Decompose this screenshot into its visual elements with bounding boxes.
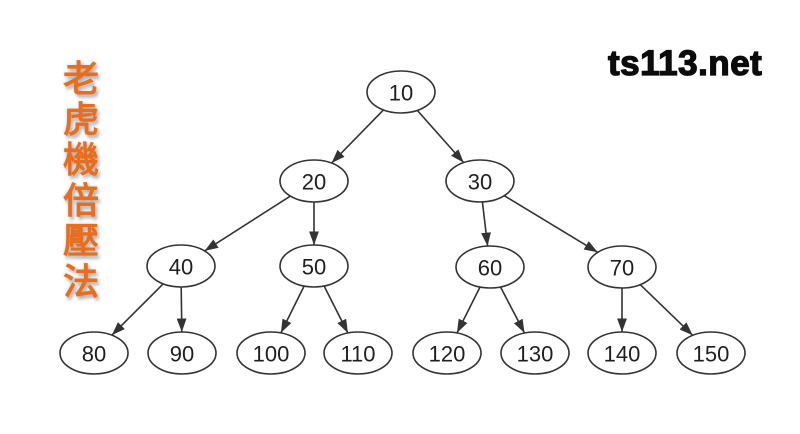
tree-node-label: 90 [170,342,194,367]
tree-node-ellipse [500,331,570,375]
tree-node-label: 130 [517,342,554,367]
tree-node-10: 10 [366,70,436,114]
tree-edge-50-110 [323,285,349,334]
tree-edge-30-60 [481,201,491,247]
tree-node-ellipse [236,331,306,375]
side-label-char: 虎 [62,98,99,140]
tree-node-ellipse [59,331,129,375]
tree-node-ellipse [323,331,393,375]
tree-node-ellipse [146,244,216,288]
tree-edge-40-90 [176,286,187,333]
tree-edge-20-40 [204,195,291,252]
tree-node-label: 140 [604,342,641,367]
tree-node-140: 140 [587,331,657,375]
side-label-char: 老 [62,58,99,99]
tree-node-40: 40 [146,244,216,288]
tree-edge-40-80 [111,283,164,336]
side-label-vertical-text: 老虎機倍壓法 [56,58,106,303]
side-label-char: 法 [62,260,99,302]
tree-node-50: 50 [279,244,349,288]
tree-node-label: 150 [693,342,730,367]
tree-node-100: 100 [236,331,306,375]
tree-edge-30-70 [503,195,599,253]
tree-edge-70-150 [639,284,694,336]
tree-node-label: 10 [389,81,413,106]
tree-node-label: 50 [302,255,326,280]
tree-node-60: 60 [455,245,525,289]
tree-edge-60-120 [456,286,481,334]
tree-node-label: 70 [610,256,634,281]
tree-node-90: 90 [147,331,217,375]
side-label-char: 倍 [62,179,99,221]
tree-node-label: 20 [302,170,326,195]
tree-node-120: 120 [412,331,482,375]
tree-node-label: 120 [429,342,466,367]
tree-node-ellipse [455,245,525,289]
side-label-char: 機 [62,139,99,181]
tree-edge-10-30 [416,109,465,164]
tree-node-label: 30 [468,170,492,195]
tree-node-label: 100 [253,342,290,367]
tree-node-110: 110 [323,331,393,375]
tree-node-ellipse [412,331,482,375]
tree-node-30: 30 [445,159,515,203]
tree-node-label: 40 [169,255,193,280]
tree-node-ellipse [587,331,657,375]
tree-node-ellipse [676,331,746,375]
site-watermark: ts113.net [607,43,763,83]
tree-node-label: 80 [82,342,106,367]
side-label-char: 壓 [62,220,99,262]
tree-edge-60-130 [499,286,526,334]
tree-node-150: 150 [676,331,746,375]
tree-node-70: 70 [587,245,657,289]
tree-node-ellipse [279,244,349,288]
tree-node-80: 80 [59,331,129,375]
tree-edge-50-100 [280,285,305,334]
tree-node-label: 110 [340,342,375,367]
tree-node-130: 130 [500,331,570,375]
tree-edge-10-20 [331,109,384,164]
tree-node-label: 60 [478,256,502,281]
tree-node-ellipse [587,245,657,289]
tree-node-ellipse [279,159,349,203]
tree-node-ellipse [445,159,515,203]
tree-node-20: 20 [279,159,349,203]
tree-node-ellipse [147,331,217,375]
tree-node-ellipse [366,70,436,114]
